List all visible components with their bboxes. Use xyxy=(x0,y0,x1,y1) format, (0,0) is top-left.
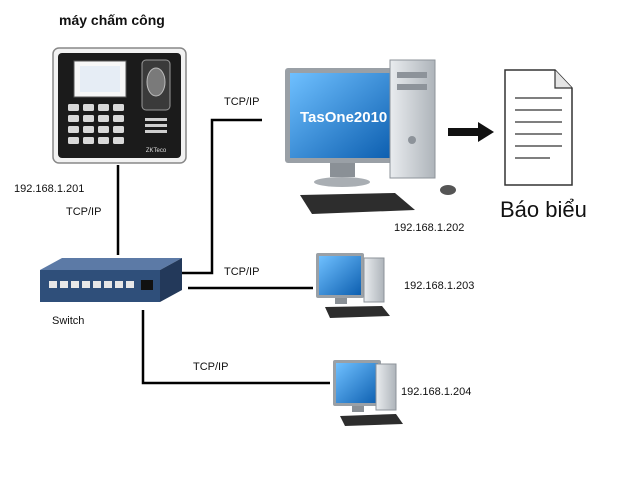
link-label-main-pc: TCP/IP xyxy=(224,96,260,108)
link-label-device-switch: TCP/IP xyxy=(66,206,102,218)
device-ip: 192.168.1.201 xyxy=(14,183,85,195)
device-brand: ZKTeco xyxy=(146,148,167,154)
computer-203 xyxy=(316,253,390,318)
link-label-pc3: TCP/IP xyxy=(224,266,260,278)
switch-label: Switch xyxy=(52,315,85,327)
main-computer: TasOne2010 xyxy=(285,59,456,214)
report-document-icon xyxy=(504,69,573,186)
link-label-pc4: TCP/IP xyxy=(193,361,229,373)
line-switch-pc4 xyxy=(141,310,330,385)
main-screen-text: TasOne2010 xyxy=(300,109,387,126)
pc3-ip: 192.168.1.203 xyxy=(404,280,475,292)
network-switch xyxy=(40,258,182,302)
arrow-icon xyxy=(448,122,494,142)
time-attendance-device: ZKTeco xyxy=(52,47,187,164)
computer-204 xyxy=(333,360,403,426)
report-label: Báo biểu xyxy=(500,197,587,222)
line-switch-mainpc xyxy=(182,118,262,275)
device-title: máy chấm công xyxy=(59,12,165,28)
pc4-ip: 192.168.1.204 xyxy=(401,386,472,398)
connection-lines xyxy=(116,118,330,385)
main-pc-ip: 192.168.1.202 xyxy=(394,222,465,234)
